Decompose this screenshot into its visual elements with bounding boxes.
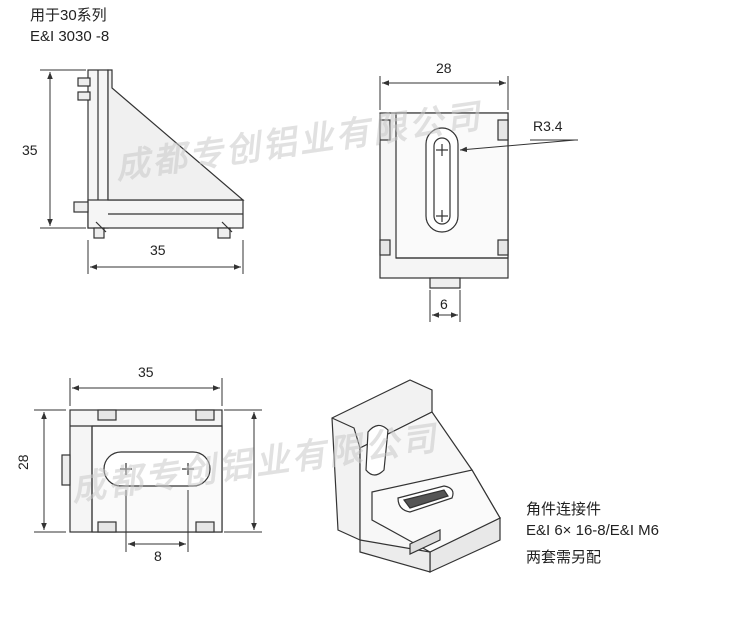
dim-front-height: 28 — [15, 454, 31, 470]
note-fasteners: E&I 6× 16-8/E&I M6 — [526, 522, 659, 539]
top-view-dimensions — [379, 76, 578, 322]
note-sold-separately: 两套需另配 — [526, 549, 602, 566]
dim-slot-spacing: 8 — [154, 548, 162, 564]
top-view — [379, 112, 509, 289]
dim-front-width: 35 — [138, 364, 154, 380]
side-view-dimensions — [40, 69, 244, 274]
isometric-view — [331, 379, 501, 573]
note-product-name: 角件连接件 — [526, 501, 602, 518]
dim-slot-radius: R3.4 — [533, 118, 563, 134]
front-view-dimensions — [34, 378, 262, 552]
header-model: E&I 3030 -8 — [30, 28, 110, 45]
dim-tab-width: 6 — [440, 296, 448, 312]
side-view — [73, 69, 245, 239]
header-series: 用于30系列 — [30, 7, 107, 24]
dim-top-width: 28 — [436, 60, 452, 76]
front-view — [61, 409, 223, 533]
dim-side-height: 35 — [22, 142, 38, 158]
dim-side-width: 35 — [150, 242, 166, 258]
